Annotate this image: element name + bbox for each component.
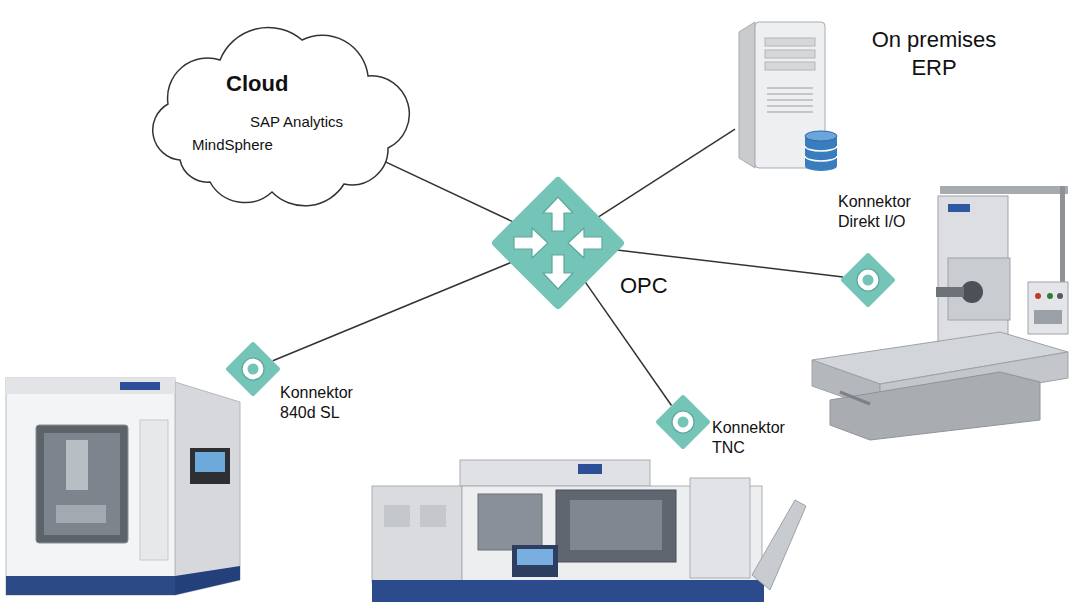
cloud-node-shape <box>140 18 402 198</box>
lathe-base <box>372 580 764 602</box>
spindle-head <box>66 440 88 490</box>
connector-node: Konnektor TNC <box>655 394 711 450</box>
cabinet-panel <box>384 505 410 527</box>
database-icon <box>805 131 837 171</box>
connector-ring <box>857 269 879 291</box>
connector-ring <box>672 411 694 433</box>
hub-arrow <box>543 255 573 289</box>
connector-ring <box>242 358 264 380</box>
connector-diamond <box>228 344 278 394</box>
server-node-shape <box>735 18 840 173</box>
control-panel <box>512 545 558 577</box>
vent-line <box>767 105 813 107</box>
node-sublabel: SAP Analytics <box>250 113 343 132</box>
connector-core <box>863 275 874 286</box>
connector-line <box>379 159 513 222</box>
connector-line <box>617 250 843 277</box>
cloud-node: CloudSAP AnalyticsMindSphere <box>140 18 402 198</box>
top-beam <box>940 186 1068 194</box>
connector-node: Konnektor Direkt I/O <box>840 252 896 308</box>
chip-conveyor <box>752 500 806 590</box>
hub-arrow <box>543 197 573 231</box>
hub-arrow <box>568 228 602 258</box>
panel-button <box>1047 293 1053 299</box>
machine-front <box>6 378 175 595</box>
drive-bay <box>765 50 815 58</box>
node-sublabel: MindSphere <box>192 136 273 155</box>
server-side <box>739 22 755 168</box>
database-band <box>805 146 837 151</box>
database-band <box>805 156 837 161</box>
hub-diamond <box>496 181 620 305</box>
control-panel <box>190 448 230 484</box>
node-label: Cloud <box>226 70 288 98</box>
spindle-bar <box>936 287 964 297</box>
machine-base <box>6 576 175 595</box>
node-label: On premises ERP <box>865 26 1003 81</box>
node-label: Konnektor TNC <box>712 418 808 458</box>
cloud-outline <box>153 28 410 206</box>
connector-diamond <box>843 255 893 305</box>
brand-plate <box>948 204 970 212</box>
cabinet-panel <box>420 505 446 527</box>
machine-top <box>6 378 175 394</box>
vent-line <box>767 87 813 89</box>
connector-core <box>248 364 259 375</box>
panel-keys <box>1034 310 1062 324</box>
lathe-cabinet <box>372 486 462 582</box>
control-panel <box>1028 282 1068 334</box>
boring-mill <box>812 186 1068 440</box>
lathe-window <box>478 494 542 550</box>
opc-hub-shape <box>492 177 624 309</box>
vent-line <box>767 111 813 113</box>
hub-arrow <box>514 228 548 258</box>
brand-plate <box>120 382 160 390</box>
machining-center <box>6 378 240 595</box>
connector-node-shape <box>655 394 711 450</box>
connector-core <box>678 417 689 428</box>
brand-plate <box>578 464 602 474</box>
connector-line <box>585 282 671 406</box>
connector-diamond <box>658 397 708 447</box>
connector-node-shape <box>840 252 896 308</box>
machine-door <box>140 420 168 560</box>
lathe <box>372 460 806 602</box>
lathe-tailstock <box>690 478 750 578</box>
machine-base-side <box>175 566 240 595</box>
vent-line <box>767 99 813 101</box>
panel-button <box>1035 293 1041 299</box>
control-screen <box>517 549 553 565</box>
server-node: On premises ERP <box>735 18 840 173</box>
node-label: OPC <box>620 272 668 300</box>
window-glass <box>44 433 120 535</box>
database-top <box>805 131 837 141</box>
node-label: Konnektor Direkt I/O <box>838 192 934 232</box>
support-rod <box>1060 186 1065 282</box>
work-table <box>56 505 106 523</box>
opc-hub: OPC <box>492 177 624 309</box>
connector-line <box>598 129 735 217</box>
machine-window <box>36 425 128 543</box>
window-glass <box>570 500 662 550</box>
spindle <box>961 281 983 303</box>
connector-node-shape <box>225 341 281 397</box>
bed-rail <box>840 392 870 404</box>
database-bottom <box>805 161 837 171</box>
control-screen <box>195 452 225 472</box>
vent-line <box>767 93 813 95</box>
drive-bay <box>765 62 815 70</box>
machine-side <box>175 382 240 595</box>
connector-line <box>273 262 511 361</box>
panel-button <box>1057 293 1063 299</box>
drive-bay <box>765 38 815 46</box>
lathe-top <box>460 460 650 486</box>
connector-node: Konnektor 840d SL <box>225 341 281 397</box>
lathe-window <box>556 490 676 562</box>
machine-bed <box>830 372 1040 440</box>
node-label: Konnektor 840d SL <box>280 383 376 423</box>
